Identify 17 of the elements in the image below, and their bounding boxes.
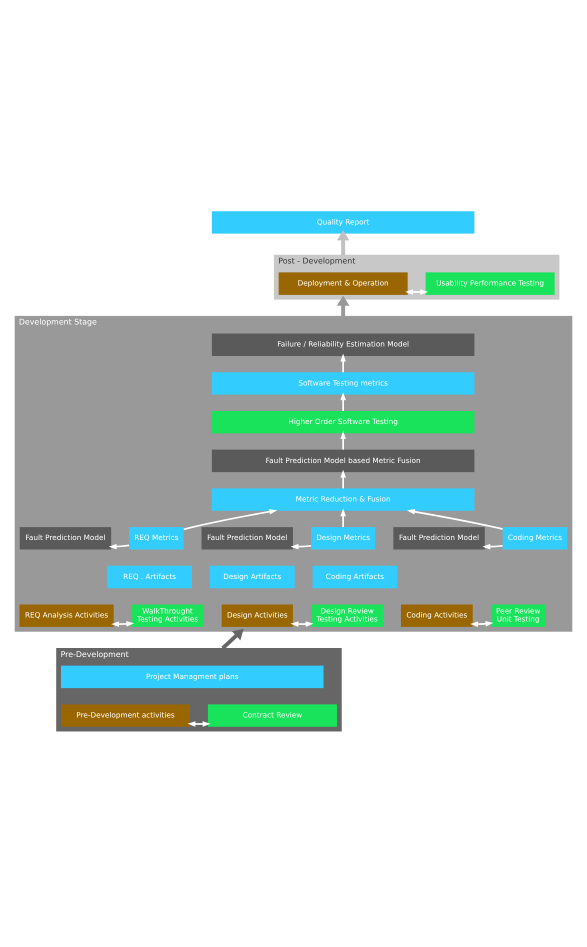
arrow xyxy=(184,509,278,530)
arrow xyxy=(340,392,346,411)
arrow xyxy=(340,431,346,450)
arrow xyxy=(108,544,130,550)
arrow xyxy=(336,296,350,316)
arrow xyxy=(340,470,346,488)
arrow xyxy=(336,230,350,255)
arrow xyxy=(406,509,503,530)
arrow xyxy=(111,621,134,627)
arrow xyxy=(470,621,494,627)
arrow xyxy=(188,721,210,727)
arrow xyxy=(221,628,244,650)
arrow xyxy=(290,544,312,550)
arrow xyxy=(482,544,503,550)
arrow xyxy=(405,289,428,295)
arrow xyxy=(340,508,346,528)
arrow xyxy=(340,354,346,372)
